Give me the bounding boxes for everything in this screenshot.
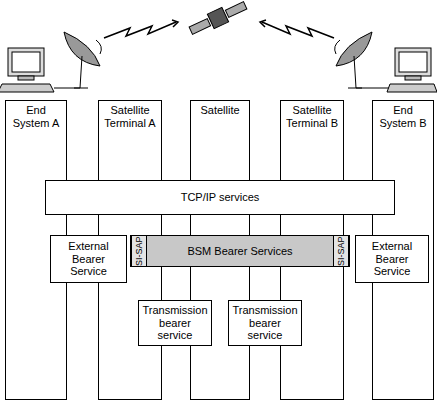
box-label: End System B <box>373 104 433 129</box>
transmission-box: Transmission bearer service <box>138 300 212 346</box>
box-label: Satellite Terminal B <box>281 104 343 129</box>
box-label: End System A <box>6 104 66 129</box>
sap-box: SI-SAP <box>131 235 147 267</box>
sap-label: SI-SAP <box>336 236 346 266</box>
box-label: Satellite Terminal A <box>99 104 161 129</box>
box-label: TCP/IP services <box>179 191 262 204</box>
box-label: Transmission bearer service <box>229 304 301 342</box>
box-label: External Bearer Service <box>51 240 126 278</box>
box-label: Satellite <box>198 104 241 117</box>
bearer-box: External Bearer Service <box>355 235 429 283</box>
box-label: External Bearer Service <box>356 240 428 278</box>
box-label: BSM Bearer Services <box>185 245 294 258</box>
bearer-band: BSM Bearer Services SI-SAP SI-SAP <box>130 235 350 267</box>
bearer-box: External Bearer Service <box>50 235 127 283</box>
transmission-box: Transmission bearer service <box>228 300 302 346</box>
service-band: TCP/IP services <box>45 180 395 215</box>
satellite-illustration <box>0 0 437 100</box>
box-label: Transmission bearer service <box>139 304 211 342</box>
sap-label: SI-SAP <box>134 236 144 266</box>
sap-box: SI-SAP <box>333 235 349 267</box>
